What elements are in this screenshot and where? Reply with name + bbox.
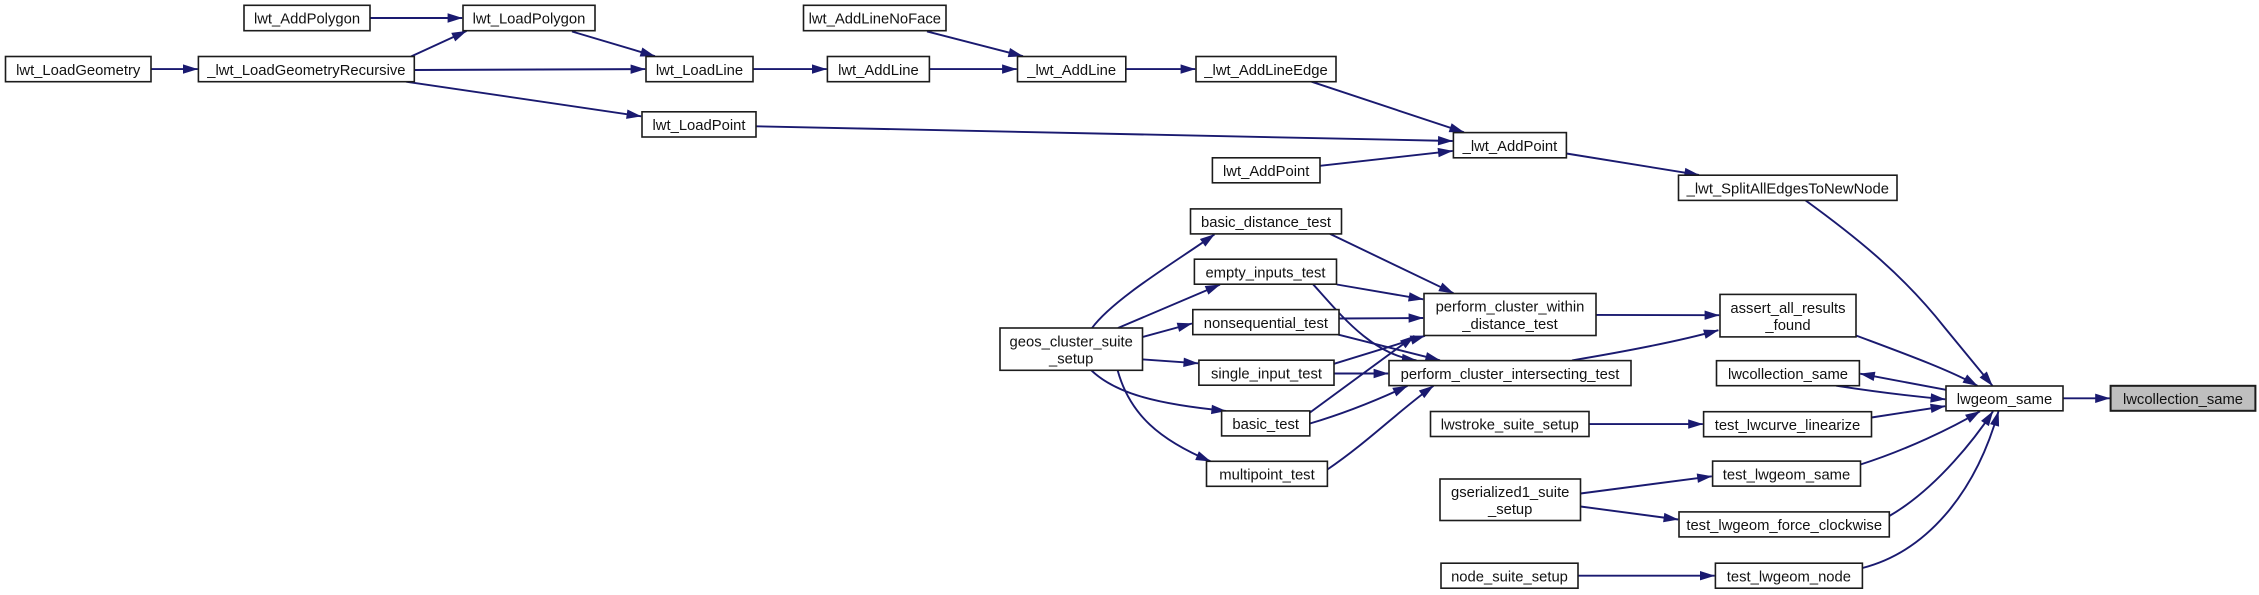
svg-text:_lwt_SplitAllEdgesToNewNode: _lwt_SplitAllEdgesToNewNode xyxy=(1686,182,1889,198)
svg-text:test_lwgeom_node: test_lwgeom_node xyxy=(1727,569,1851,585)
svg-text:lwt_LoadGeometry: lwt_LoadGeometry xyxy=(16,63,141,79)
svg-text:multipoint_test: multipoint_test xyxy=(1219,468,1314,484)
svg-text:lwt_LoadPolygon: lwt_LoadPolygon xyxy=(473,12,586,28)
svg-text:single_input_test: single_input_test xyxy=(1211,366,1322,382)
svg-text:perform_cluster_intersecting_t: perform_cluster_intersecting_test xyxy=(1401,367,1620,383)
svg-text:lwgeom_same: lwgeom_same xyxy=(1957,392,2052,408)
svg-text:empty_inputs_test: empty_inputs_test xyxy=(1205,265,1325,281)
svg-text:_distance_test: _distance_test xyxy=(1461,317,1557,333)
svg-text:lwt_AddLine: lwt_AddLine xyxy=(838,63,919,79)
svg-text:test_lwcurve_linearize: test_lwcurve_linearize xyxy=(1715,418,1861,434)
svg-text:_lwt_AddLine: _lwt_AddLine xyxy=(1026,63,1116,79)
svg-text:_setup: _setup xyxy=(1048,351,1093,367)
svg-text:_found: _found xyxy=(1764,318,1810,334)
svg-text:_lwt_AddLineEdge: _lwt_AddLineEdge xyxy=(1203,63,1327,79)
svg-text:test_lwgeom_force_clockwise: test_lwgeom_force_clockwise xyxy=(1686,518,1882,534)
svg-text:lwt_AddPolygon: lwt_AddPolygon xyxy=(254,12,360,28)
svg-text:_setup: _setup xyxy=(1487,502,1532,518)
svg-text:lwt_LoadLine: lwt_LoadLine xyxy=(656,63,743,79)
svg-text:lwcollection_same: lwcollection_same xyxy=(2123,392,2243,408)
svg-text:assert_all_results: assert_all_results xyxy=(1730,301,1845,317)
svg-text:test_lwgeom_same: test_lwgeom_same xyxy=(1723,467,1850,483)
svg-text:basic_distance_test: basic_distance_test xyxy=(1201,215,1331,231)
svg-text:_lwt_AddPoint: _lwt_AddPoint xyxy=(1462,139,1558,155)
svg-text:lwcollection_same: lwcollection_same xyxy=(1728,367,1848,383)
svg-text:lwstroke_suite_setup: lwstroke_suite_setup xyxy=(1441,418,1579,434)
svg-text:lwt_AddPoint: lwt_AddPoint xyxy=(1223,164,1309,180)
svg-text:lwt_AddLineNoFace: lwt_AddLineNoFace xyxy=(809,12,941,28)
svg-text:perform_cluster_within: perform_cluster_within xyxy=(1436,300,1585,316)
svg-text:gserialized1_suite: gserialized1_suite xyxy=(1451,485,1569,501)
svg-text:node_suite_setup: node_suite_setup xyxy=(1451,569,1568,585)
svg-text:lwt_LoadPoint: lwt_LoadPoint xyxy=(653,118,746,134)
svg-text:_lwt_LoadGeometryRecursive: _lwt_LoadGeometryRecursive xyxy=(206,63,405,79)
svg-text:basic_test: basic_test xyxy=(1232,417,1299,433)
svg-text:nonsequential_test: nonsequential_test xyxy=(1204,316,1328,332)
svg-text:geos_cluster_suite: geos_cluster_suite xyxy=(1010,334,1133,350)
